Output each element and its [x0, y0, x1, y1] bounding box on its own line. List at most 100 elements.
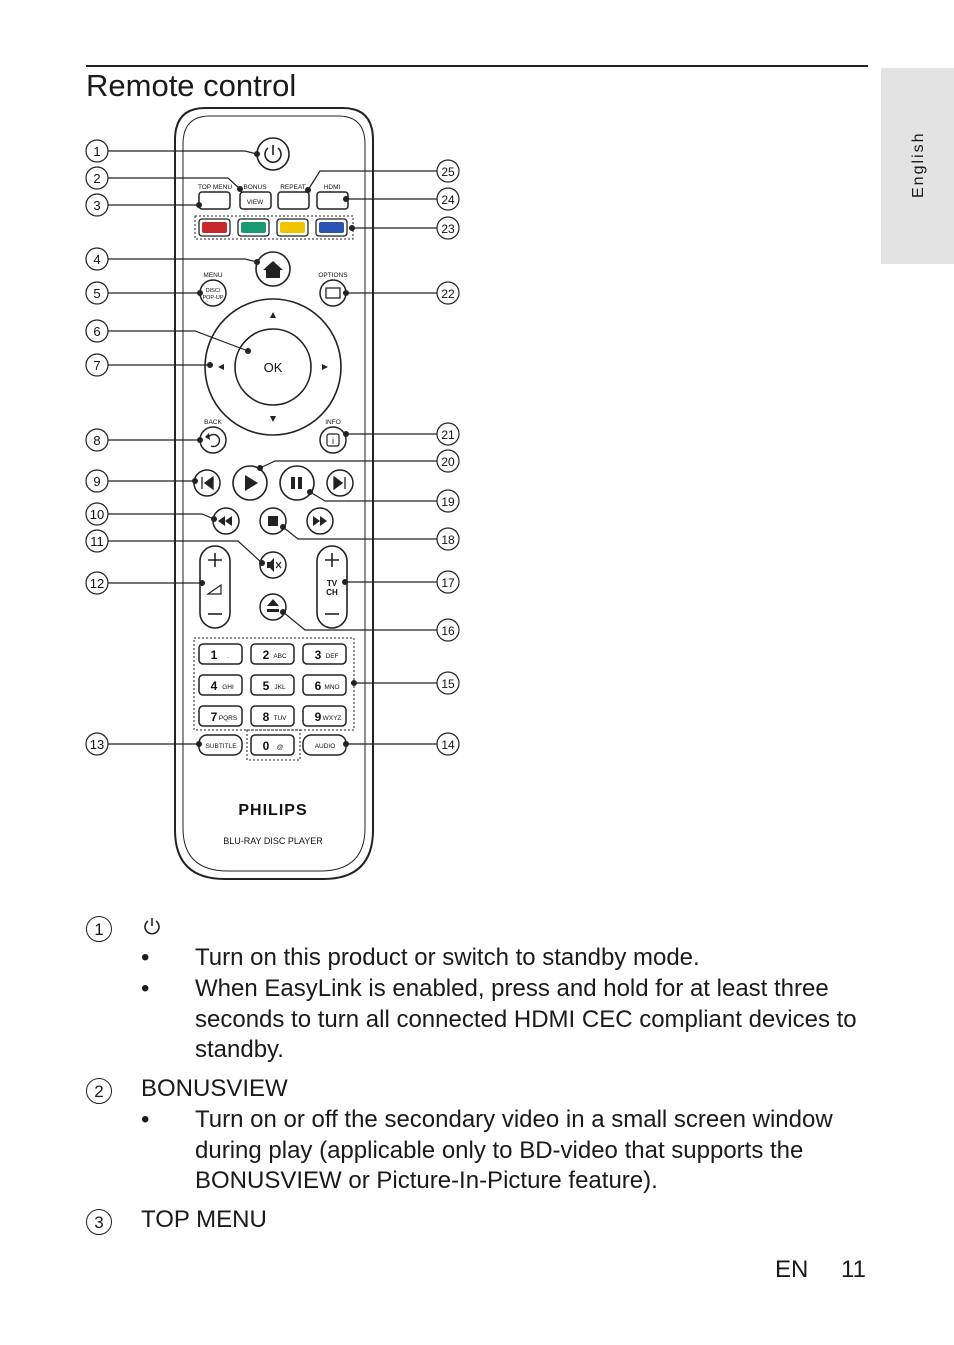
section-number: 1 — [86, 915, 112, 942]
callout-dot — [343, 741, 349, 747]
callout-dot — [196, 741, 202, 747]
numpad-digit: 9 — [315, 710, 322, 724]
numpad-zero-group — [246, 729, 301, 761]
callout-dot — [254, 259, 260, 265]
callout-label: 16 — [441, 624, 455, 638]
numpad-letters: @ — [277, 744, 284, 751]
numpad-letters: DEF — [326, 653, 339, 660]
hdmi-button — [316, 191, 349, 210]
disc-label: DISC/ — [206, 288, 221, 294]
subtitle-label: SUBTITLE — [205, 743, 237, 750]
numpad-key-0 — [250, 734, 295, 756]
callout-dot — [196, 202, 202, 208]
callout-line — [108, 513, 215, 520]
callout-label: 13 — [90, 737, 104, 752]
section-number: 3 — [86, 1208, 112, 1235]
numpad-digit: 5 — [263, 679, 270, 693]
ok-label: OK — [264, 360, 283, 375]
brand-logo: PHILIPS — [238, 802, 307, 819]
numpad-digit: 3 — [315, 648, 322, 662]
nav-right-arrow — [322, 364, 328, 370]
numpad-letters: PQRS — [219, 715, 238, 722]
numpad-letters: MNO — [324, 684, 339, 691]
back-icon-arrow — [205, 433, 210, 440]
callout-line — [108, 258, 258, 263]
callout-dot — [280, 524, 286, 530]
callout-line — [108, 540, 263, 564]
numpad-letters: TUV — [274, 715, 288, 722]
callout-dot — [307, 489, 313, 495]
view-label: VIEW — [247, 199, 264, 206]
ch-label: CH — [326, 588, 338, 597]
callout-label: 9 — [93, 474, 100, 489]
numpad-letters: WXYZ — [323, 715, 342, 722]
callout-label: 21 — [441, 428, 455, 442]
numpad-key-5 — [250, 674, 295, 696]
options-icon — [325, 287, 341, 299]
callout-line — [282, 611, 437, 631]
callout-dot — [343, 431, 349, 437]
callout-label: 2 — [93, 171, 100, 186]
callout-label: 17 — [441, 576, 455, 590]
callout-dot — [259, 560, 265, 566]
callout-line — [108, 177, 241, 190]
callout-line — [307, 170, 437, 191]
callout-dot — [192, 478, 198, 484]
pause-icon-left — [291, 477, 295, 489]
next-icon — [333, 475, 346, 491]
power-icon — [264, 147, 282, 163]
popup-label: POP-UP — [202, 295, 223, 301]
numpad-key-3 — [302, 643, 347, 665]
callout-line — [309, 491, 437, 502]
section-heading: BONUSVIEW — [141, 1075, 288, 1102]
callout-label: 12 — [90, 576, 104, 591]
callout-label: 19 — [441, 495, 455, 509]
numpad-key-7 — [198, 705, 243, 727]
callout-dot — [351, 680, 357, 686]
numpad-letters: GHI — [222, 684, 234, 691]
callout-label: 20 — [441, 455, 455, 469]
channel-rocker — [316, 545, 348, 629]
audio-label: AUDIO — [315, 743, 336, 750]
info-button — [319, 426, 347, 454]
color-key-2 — [241, 222, 266, 233]
numpad-digit: 4 — [211, 679, 218, 693]
callout-dot — [305, 187, 311, 193]
rewind-icon — [218, 516, 232, 526]
page-number: 11 — [841, 1256, 866, 1283]
callout-label: 1 — [93, 144, 100, 159]
page-title: Remote control — [86, 68, 297, 103]
numpad-digit: 1 — [211, 648, 218, 662]
options-button — [319, 279, 347, 307]
section-top-menu: 3 TOP MENU — [86, 1206, 267, 1237]
callout-dot — [343, 196, 349, 202]
back-label: BACK — [204, 419, 222, 426]
ok-button — [234, 328, 312, 406]
callout-label: 3 — [93, 198, 100, 213]
callout-dot — [211, 516, 217, 522]
eject-icon-bar — [267, 609, 279, 612]
eject-button — [259, 593, 287, 621]
nav-left-arrow — [218, 364, 224, 370]
previous-icon — [201, 475, 214, 491]
numpad-key-8 — [250, 705, 295, 727]
bonus-label: BONUS — [243, 184, 267, 191]
numpad-letters: . — [227, 653, 229, 660]
section-bonusview: 2 BONUSVIEW • Turn on or off the seconda… — [86, 1075, 833, 1194]
callout-label: 15 — [441, 677, 455, 691]
callout-dot — [197, 437, 203, 443]
callout-label: 24 — [441, 193, 455, 207]
numpad-key-9 — [302, 705, 347, 727]
header-rule — [86, 65, 868, 67]
callout-label: 5 — [93, 286, 100, 301]
numpad-key-1 — [198, 643, 243, 665]
volume-rocker — [199, 545, 231, 629]
volume-plus-icon — [208, 553, 222, 567]
back-icon — [207, 433, 221, 448]
info-label: INFO — [325, 419, 341, 426]
callout-dot — [245, 348, 251, 354]
callout-dot — [199, 580, 205, 586]
info-icon — [326, 433, 340, 447]
callout-dot — [254, 151, 260, 157]
